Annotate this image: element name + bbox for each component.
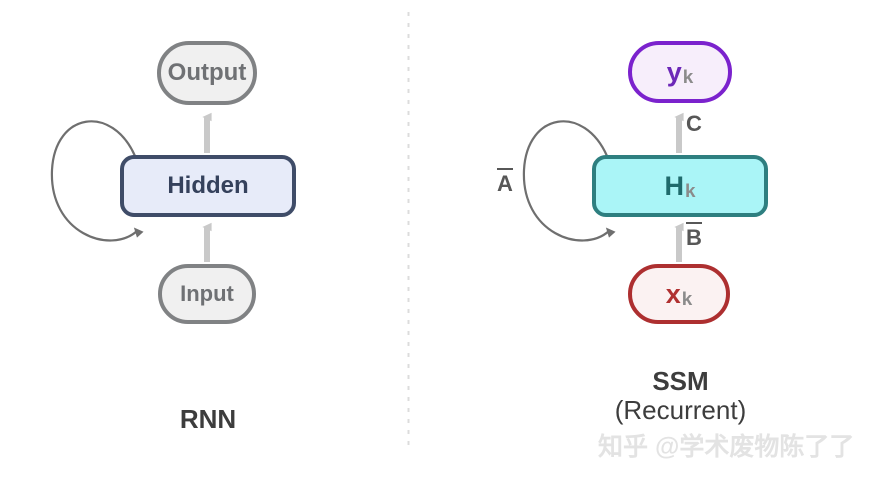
matrix-label-c: C: [686, 113, 702, 135]
node-yk-subscript: k: [682, 66, 694, 88]
node-xk-base: x: [665, 278, 681, 309]
node-hk-base: H: [664, 170, 684, 201]
matrix-label-c-symbol: C: [686, 111, 702, 136]
matrix-label-a-symbol: A: [497, 171, 513, 196]
matrix-label-a-bar: A: [497, 168, 513, 195]
node-input[interactable]: Input: [158, 264, 256, 324]
watermark: 知乎 @学术废物陈了了: [598, 433, 855, 461]
caption-rnn: RNN: [179, 404, 237, 434]
caption-ssm-main: SSM: [652, 366, 709, 396]
caption-ssm-subtitle: (Recurrent): [614, 395, 747, 426]
overline-a: [497, 168, 513, 170]
caption-ssm: SSM (Recurrent): [578, 366, 783, 426]
node-hidden-label: Hidden: [167, 172, 249, 199]
matrix-label-b-symbol: B: [686, 225, 702, 250]
overline-b: [686, 222, 702, 224]
node-input-label: Input: [180, 281, 234, 306]
node-yk-base: y: [666, 56, 682, 87]
node-output[interactable]: Output: [157, 41, 257, 105]
node-hidden[interactable]: Hidden: [120, 155, 296, 217]
matrix-label-b-bar: B: [686, 222, 702, 249]
node-output-label: Output: [167, 59, 247, 86]
node-xk-subscript: k: [681, 288, 693, 310]
node-hk-subscript: k: [684, 180, 696, 202]
